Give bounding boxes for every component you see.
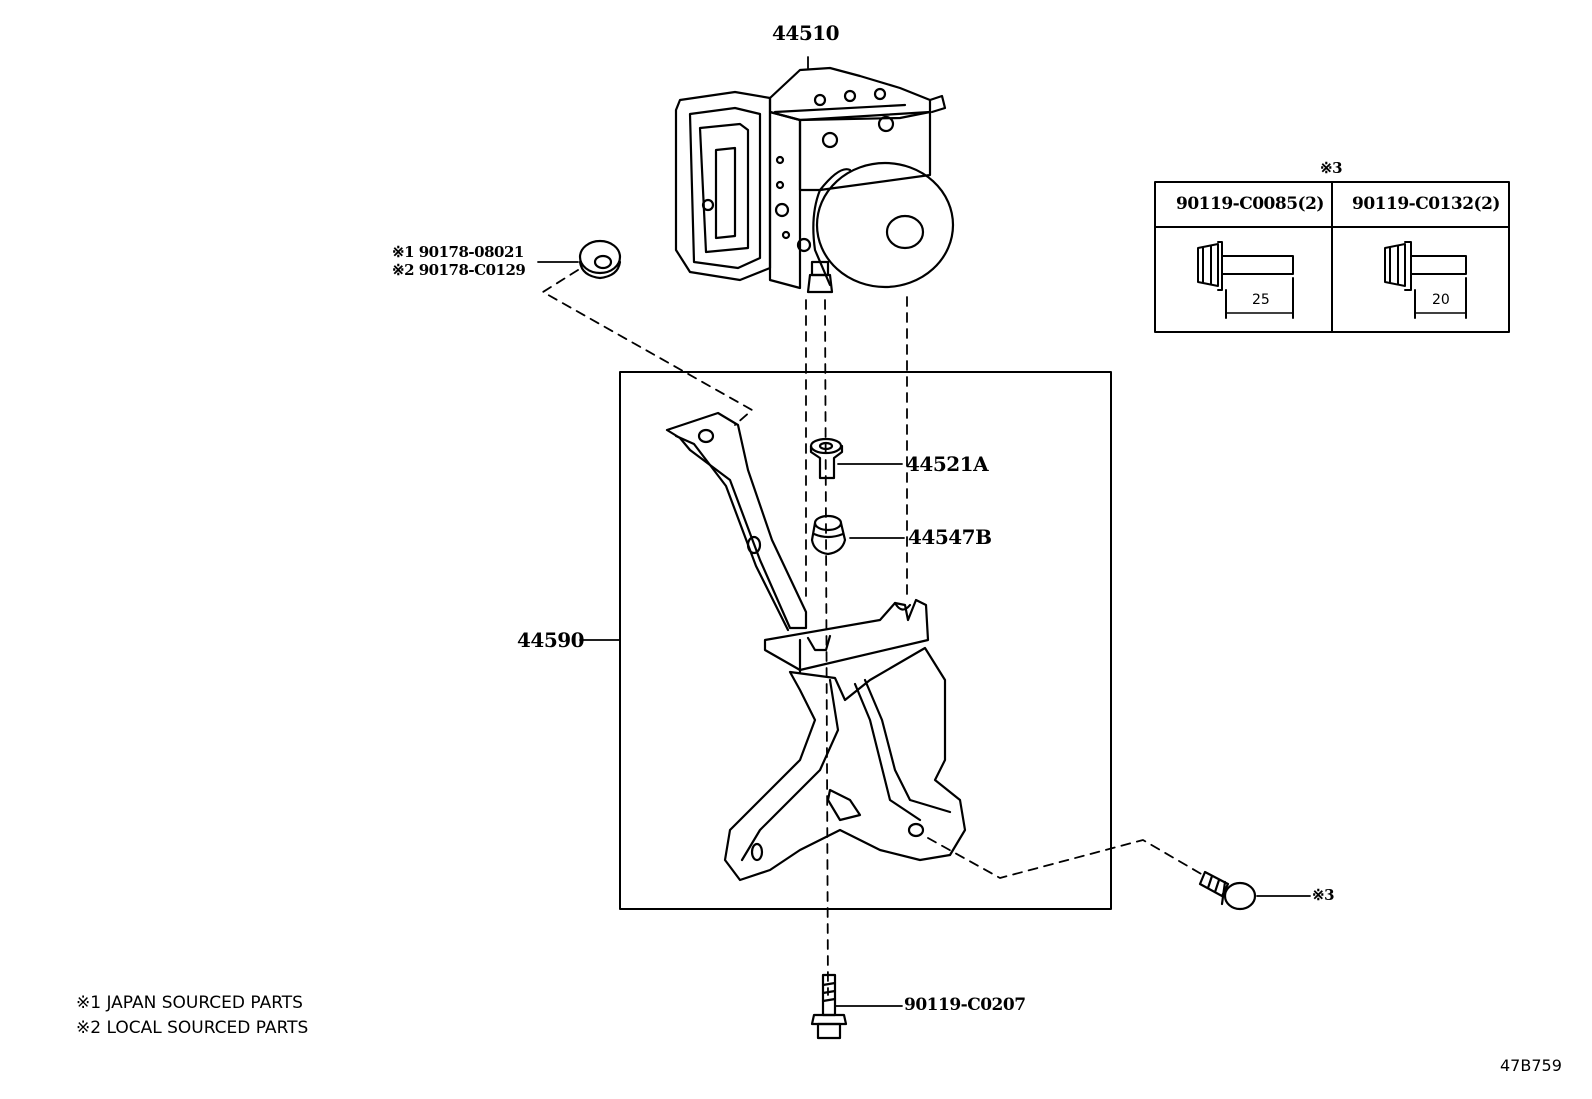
part-label-44521a[interactable]: 44521A (906, 452, 989, 476)
bolt-table-length-1: 25 (1252, 292, 1270, 308)
bolt-side-ref-label[interactable]: ※3 (1312, 886, 1335, 904)
bolt-side-drawing (1198, 870, 1257, 911)
collar-drawing (809, 437, 844, 480)
part-label-44510[interactable]: 44510 (772, 21, 840, 45)
part-label-90119-c0207[interactable]: 90119-C0207 (904, 995, 1026, 1015)
nut-label-japan[interactable]: ※1 90178-08021 (392, 243, 524, 261)
part-label-44590[interactable]: 44590 (517, 628, 585, 652)
note-japan-sourced: ※1 JAPAN SOURCED PARTS (76, 993, 303, 1013)
bolt-table-part-2[interactable]: 90119-C0132(2) (1352, 194, 1500, 214)
abs-actuator-drawing (674, 66, 955, 294)
note-local-sourced: ※2 LOCAL SOURCED PARTS (76, 1018, 309, 1038)
cushion-drawing (810, 514, 847, 556)
nut-drawing (578, 239, 622, 280)
part-label-44547b[interactable]: 44547B (908, 525, 992, 549)
nut-label-local[interactable]: ※2 90178-C0129 (392, 261, 526, 279)
bolt-table-drawing (1154, 181, 1510, 333)
figure-id: 47B759 (1500, 1056, 1562, 1075)
bolt-bottom-drawing (810, 973, 848, 1040)
bolt-table-ref: ※3 (1320, 159, 1343, 177)
bolt-table-length-2: 20 (1432, 292, 1450, 308)
bracket-drawing (665, 411, 967, 882)
bolt-table-part-1[interactable]: 90119-C0085(2) (1176, 194, 1324, 214)
